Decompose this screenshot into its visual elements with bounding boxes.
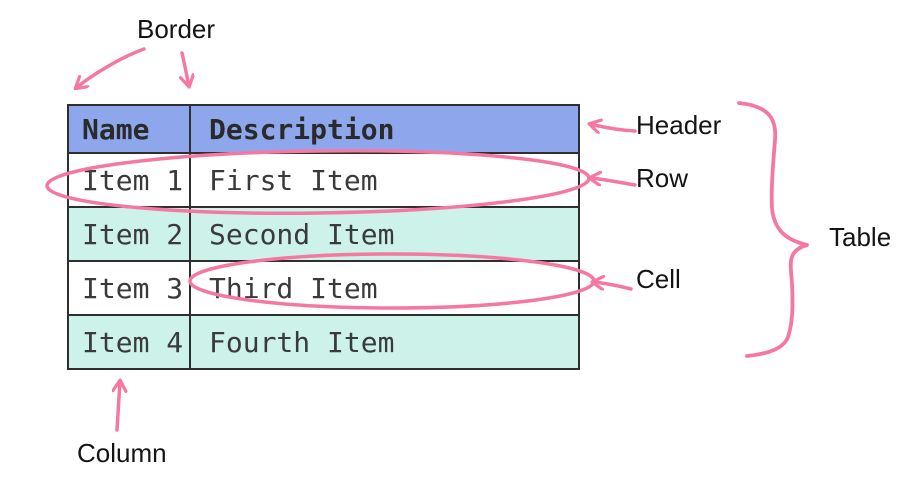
border-arrow-down-icon [182,51,189,86]
column-arrow-icon [117,381,120,432]
row-label: Row [636,163,689,193]
cell-arrow-icon [593,282,633,291]
table-cell: Item 4 [67,314,191,370]
table-cell: Third Item [189,260,580,316]
table-header-row: Name Description [67,104,580,154]
header-cell-description: Description [189,104,580,154]
column-label: Column [77,438,167,468]
table-row: Item 3 Third Item [67,260,580,316]
table-cell: First Item [189,152,580,208]
table-cell: Item 1 [67,152,191,208]
table-cell: Second Item [189,206,580,262]
table-brace-icon [737,101,809,358]
row-arrow-icon [590,178,637,187]
border-arrow-left-icon [76,47,146,88]
table-cell: Fourth Item [189,314,580,370]
table-label: Table [829,222,892,252]
table-cell: Item 3 [67,260,191,316]
cell-label: Cell [636,264,681,294]
header-arrow-icon [590,124,637,131]
example-table: Name Description Item 1 First Item Item … [67,104,580,370]
table-row: Item 4 Fourth Item [67,314,580,370]
border-label: Border [137,14,216,44]
header-label: Header [636,110,722,140]
table-row: Item 2 Second Item [67,206,580,262]
table-cell: Item 2 [67,206,191,262]
table-row: Item 1 First Item [67,152,580,208]
header-cell-name: Name [67,104,191,154]
